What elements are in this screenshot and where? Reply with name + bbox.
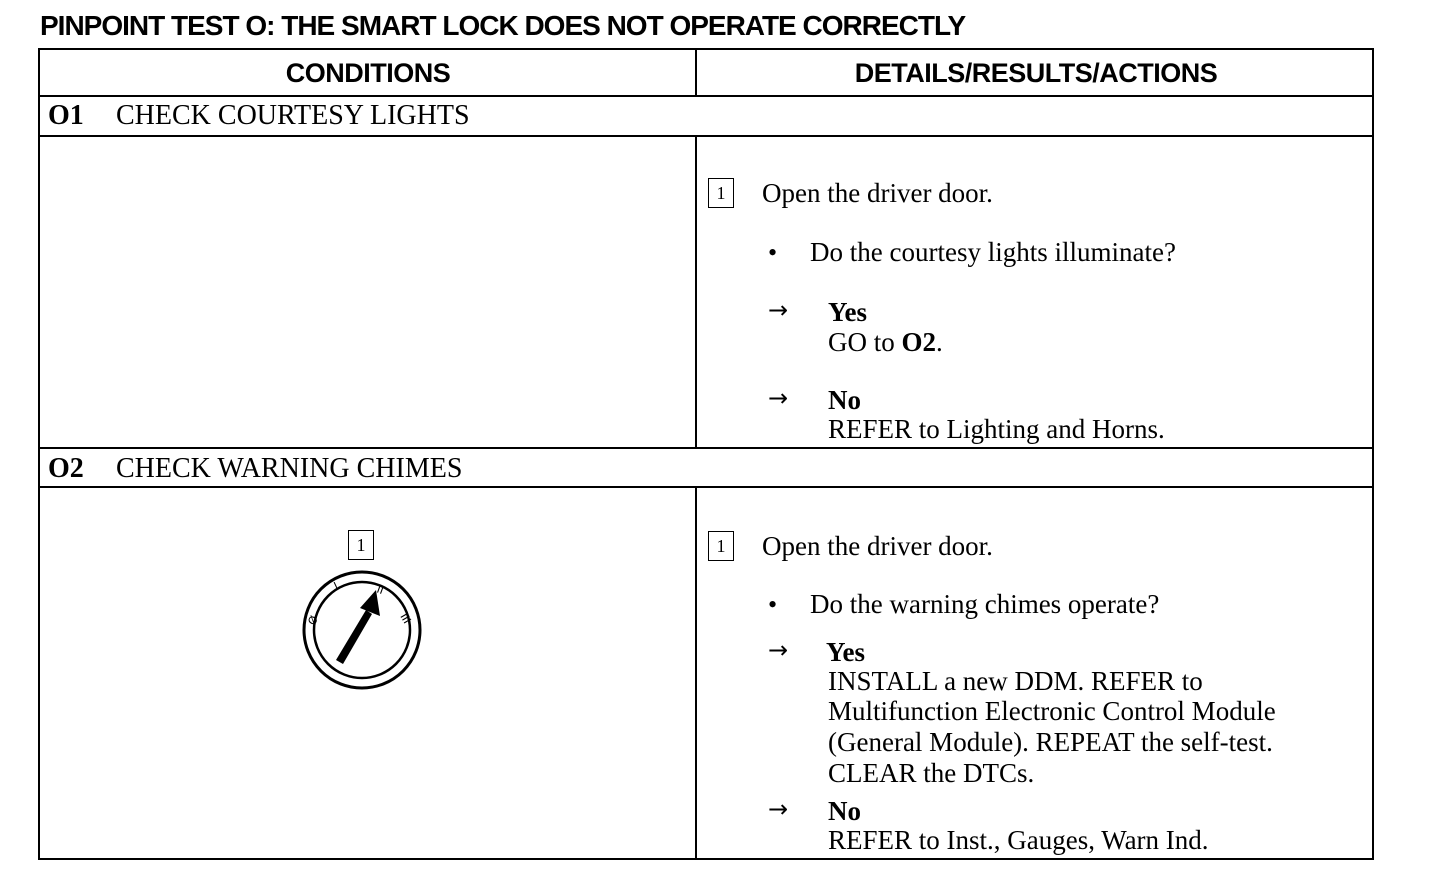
no-result-action: REFER to Inst., Gauges, Warn Ind. <box>828 825 1209 855</box>
no-result-label: No <box>828 796 861 826</box>
divider <box>40 135 1372 137</box>
no-result-label: No <box>828 385 861 415</box>
section-header-o1: O1 CHECK COURTESY LIGHTS <box>48 100 470 132</box>
yes-result-action: GO to O2. <box>828 327 943 357</box>
column-divider <box>695 135 697 447</box>
key-arrowhead <box>360 590 380 616</box>
column-divider <box>695 50 697 95</box>
divider <box>40 95 1372 97</box>
divider <box>40 447 1372 449</box>
arrow-right-icon: → <box>768 636 789 664</box>
step-question: Do the warning chimes operate? <box>810 589 1160 619</box>
bullet-icon: • <box>768 590 778 619</box>
arrow-right-icon: → <box>768 296 789 324</box>
yes-action-target: O2 <box>901 327 937 357</box>
yes-result-line: Multifunction Electronic Control Module <box>828 696 1276 726</box>
step-number-box: 1 <box>708 531 734 561</box>
yes-result-label: Yes <box>828 297 867 327</box>
no-result-action: REFER to Lighting and Horns. <box>828 414 1165 444</box>
position-label-2: II <box>375 583 386 597</box>
key-pointer <box>336 610 372 664</box>
yes-result-label: Yes <box>826 637 865 667</box>
section-code: O1 <box>48 100 84 131</box>
yes-result-line: INSTALL a new DDM. REFER to <box>828 666 1203 696</box>
section-code: O2 <box>48 453 84 484</box>
yes-result-line: (General Module). REPEAT the self-test. <box>828 727 1273 757</box>
section-header-o2: O2 CHECK WARNING CHIMES <box>48 453 462 485</box>
section-heading: CHECK COURTESY LIGHTS <box>116 100 470 131</box>
yes-action-suffix: . <box>936 327 943 357</box>
step-instruction: Open the driver door. <box>762 178 993 208</box>
figure-step-number-box: 1 <box>348 530 374 560</box>
ignition-switch-icon: Ø I II III <box>302 570 422 690</box>
conditions-column-header: CONDITIONS <box>285 57 451 88</box>
position-label-off: Ø <box>305 613 321 627</box>
yes-result-line: CLEAR the DTCs. <box>828 758 1035 788</box>
position-label-1: I <box>332 580 340 593</box>
details-column-header: DETAILS/RESULTS/ACTIONS <box>854 57 1218 88</box>
position-label-3: III <box>397 611 413 626</box>
divider <box>40 486 1372 488</box>
step-question: Do the courtesy lights illuminate? <box>810 237 1176 267</box>
arrow-right-icon: → <box>768 384 789 412</box>
column-divider <box>695 486 697 858</box>
page-title: PINPOINT TEST O: THE SMART LOCK DOES NOT… <box>40 10 966 41</box>
section-heading: CHECK WARNING CHIMES <box>116 453 463 484</box>
bullet-icon: • <box>768 238 778 267</box>
arrow-right-icon: → <box>768 795 789 823</box>
step-number-box: 1 <box>708 178 734 208</box>
step-instruction: Open the driver door. <box>762 531 993 561</box>
yes-action-text: GO to <box>828 327 902 357</box>
